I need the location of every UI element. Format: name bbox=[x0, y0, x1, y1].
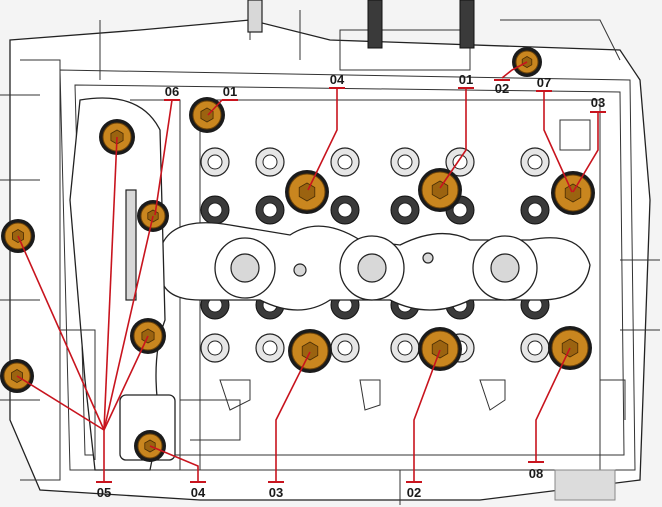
valve-spring bbox=[255, 147, 285, 177]
leader-line bbox=[16, 375, 105, 431]
leader-line bbox=[501, 61, 528, 79]
label-02-bottom: 02 bbox=[407, 485, 421, 500]
leader-lines bbox=[16, 61, 606, 483]
timing-cover bbox=[60, 97, 241, 471]
leader-line bbox=[439, 88, 467, 189]
cylinder-head-bolts bbox=[0, 47, 595, 462]
valve-spring bbox=[200, 147, 230, 177]
label-01-right: 01 bbox=[459, 72, 473, 87]
label-01-left: 01 bbox=[223, 84, 237, 99]
top-studs bbox=[247, 0, 475, 49]
valve-spring bbox=[390, 333, 420, 363]
leader-line bbox=[103, 335, 149, 431]
leader-line bbox=[154, 99, 173, 216]
leader-line bbox=[103, 136, 118, 431]
lower-details bbox=[219, 379, 626, 501]
valve-spring bbox=[200, 195, 230, 225]
valve-spring bbox=[255, 333, 285, 363]
valve-spring bbox=[520, 195, 550, 225]
valve-spring bbox=[255, 195, 285, 225]
label-06: 06 bbox=[165, 84, 179, 99]
head-bolt bbox=[288, 329, 332, 373]
label-03-top: 03 bbox=[591, 95, 605, 110]
head-bolt bbox=[551, 171, 595, 215]
cam-journals bbox=[159, 222, 591, 311]
label-08: 08 bbox=[529, 466, 543, 481]
leader-line bbox=[307, 88, 338, 191]
leader-line bbox=[17, 235, 105, 431]
valve-spring bbox=[390, 195, 420, 225]
labels: 06 01 04 01 02 07 03 05 04 03 02 08 bbox=[97, 72, 605, 500]
leader-line bbox=[413, 349, 441, 482]
label-04-bottom: 04 bbox=[191, 485, 206, 500]
leader-line bbox=[149, 445, 199, 482]
head-bolt bbox=[285, 170, 329, 214]
leader-line bbox=[103, 215, 154, 431]
leader-line bbox=[543, 91, 573, 193]
leader-line bbox=[275, 351, 311, 482]
valve-spring bbox=[200, 333, 230, 363]
head-bolt bbox=[418, 327, 462, 371]
valve-spring bbox=[330, 333, 360, 363]
valve-spring bbox=[520, 147, 550, 177]
leader-line bbox=[535, 347, 571, 462]
leader-line bbox=[572, 112, 599, 193]
label-05: 05 bbox=[97, 485, 111, 500]
label-07: 07 bbox=[537, 75, 551, 90]
valve-spring bbox=[330, 195, 360, 225]
valve-spring bbox=[330, 147, 360, 177]
head-bolt bbox=[418, 168, 462, 212]
label-03-bottom: 03 bbox=[269, 485, 283, 500]
label-02-top: 02 bbox=[495, 81, 509, 96]
valve-spring bbox=[520, 333, 550, 363]
valve-spring bbox=[390, 147, 420, 177]
label-04-top: 04 bbox=[330, 72, 345, 87]
